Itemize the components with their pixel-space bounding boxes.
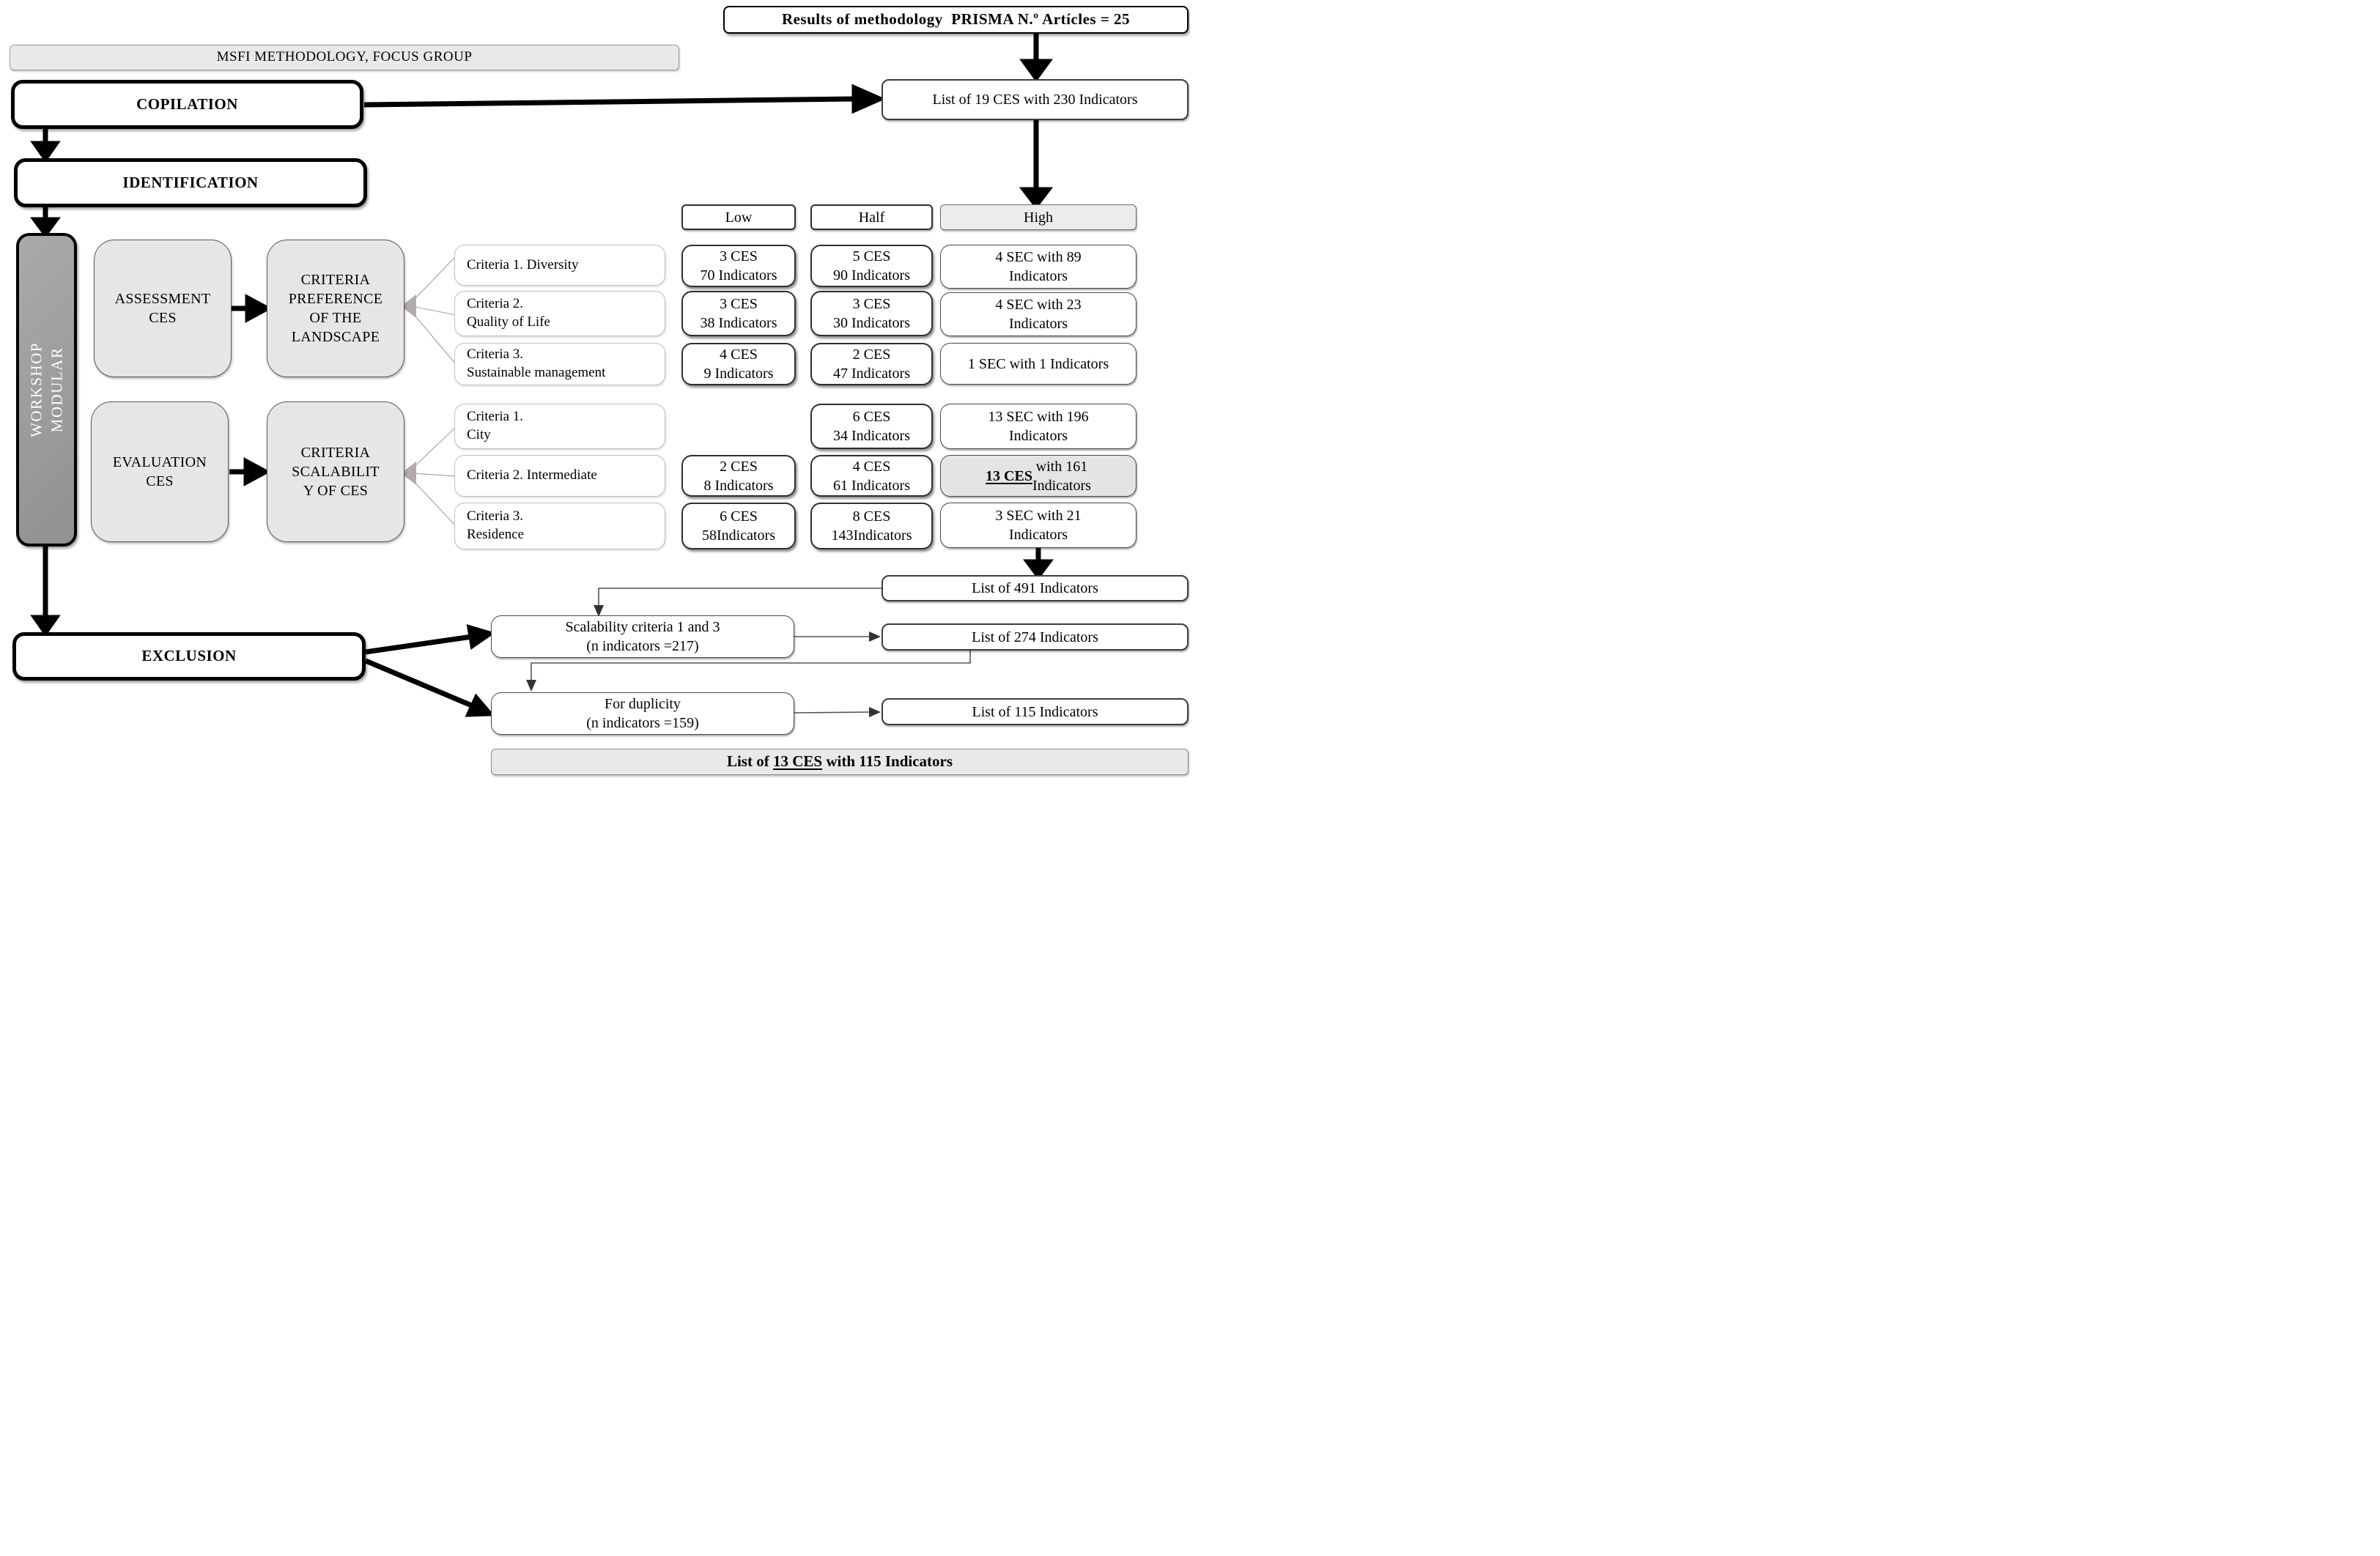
criteria-residence: Criteria 3. Residence: [454, 503, 665, 549]
copilation-box: COPILATION: [11, 80, 363, 129]
prisma-methodology-flowchart: Results of methodology PRISMA N.º Artícl…: [0, 0, 1190, 778]
count-high-intermediate-highlighted: 13 CES with 161 Indicators: [940, 455, 1137, 497]
count-half-city: 6 CES 34 Indicators: [810, 404, 933, 449]
arrowhead-evaluation-to-scalability: [243, 457, 271, 486]
arrowhead-identification-to-workshop: [30, 217, 61, 238]
evaluation-ces-box: EVALUATION CES: [91, 401, 229, 542]
arrowhead-list19-to-high: [1019, 187, 1054, 210]
scalability-criteria-box: Scalability criteria 1 and 3 (n indicato…: [491, 615, 794, 658]
count-half-sustainable: 2 CES 47 Indicators: [810, 343, 933, 385]
count-low-diversity: 3 CES 70 Indicators: [681, 245, 796, 287]
identification-box: IDENTIFICATION: [14, 158, 367, 207]
count-low-sustainable: 4 CES 9 Indicators: [681, 343, 796, 385]
count-high-residence: 3 SEC with 21 Indicators: [940, 503, 1137, 548]
list-274-box: List of 274 Indicators: [882, 623, 1189, 651]
final-strong: 13 CES: [772, 752, 823, 771]
fan-scal-3: [411, 478, 457, 527]
arrowhead-into-duplicity: [526, 680, 536, 692]
count-high-intermediate-strong: 13 CES: [986, 467, 1032, 484]
results-methodology-box: Results of methodology PRISMA N.º Artícl…: [723, 6, 1189, 34]
workshop-modular-bar: WORKSHOP MODULAR: [16, 233, 77, 547]
list-19-ces-box: List of 19 CES with 230 Indicators: [882, 79, 1189, 120]
criteria-fan-lines: [411, 256, 457, 527]
arrow-exclusion-to-scalability-criteria: [365, 634, 473, 655]
count-high-city: 13 SEC with 196 Indicators: [940, 404, 1137, 449]
criteria-preference-box: CRITERIA PREFERENCE OF THE LANDSCAPE: [267, 240, 404, 377]
arrow-copilation-to-list19: [363, 96, 857, 108]
count-half-quality: 3 CES 30 Indicators: [810, 291, 933, 336]
line-list491-to-scalability: [598, 588, 882, 607]
count-low-quality: 3 CES 38 Indicators: [681, 291, 796, 336]
arrowhead-into-list115: [869, 707, 881, 717]
fan-pref-1: [411, 256, 457, 303]
msfi-banner: MSFI METHODOLOGY, FOCUS GROUP: [10, 45, 679, 70]
criteria-quality-of-life: Criteria 2. Quality of Life: [454, 291, 665, 336]
list-115-box: List of 115 Indicators: [882, 698, 1189, 725]
count-low-residence: 6 CES 58Indicators: [681, 503, 796, 549]
arrow-exclusion-to-duplicity: [364, 658, 475, 709]
count-high-quality: 4 SEC with 23 Indicators: [940, 292, 1137, 336]
count-half-residence: 8 CES 143Indicators: [810, 503, 933, 549]
count-low-intermediate: 2 CES 8 Indicators: [681, 455, 796, 497]
fan-pref-2: [411, 305, 457, 316]
arrowhead-workshop-to-exclusion: [30, 615, 61, 637]
count-high-sustainable: 1 SEC with 1 Indicators: [940, 343, 1137, 385]
fan-scal-1: [411, 426, 457, 470]
column-header-low: Low: [681, 204, 796, 230]
arrowhead-3sec-to-list491: [1023, 559, 1054, 580]
arrowhead-copilation-to-identification: [30, 141, 61, 163]
arrowhead-results-to-list19: [1019, 59, 1053, 82]
count-half-intermediate: 4 CES 61 Indicators: [810, 455, 933, 497]
arrowhead-exclusion-to-scalability-criteria: [466, 624, 495, 651]
workshop-modular-label: WORKSHOP MODULAR: [27, 342, 66, 437]
fan-pref-3: [411, 311, 457, 365]
arrowhead-copilation-to-list19: [851, 84, 886, 114]
count-high-intermediate-rest: with 161 Indicators: [1032, 458, 1091, 494]
count-half-diversity: 5 CES 90 Indicators: [810, 245, 933, 287]
list-491-box: List of 491 Indicators: [882, 575, 1189, 601]
count-high-diversity: 4 SEC with 89 Indicators: [940, 245, 1137, 289]
final-result-bar: List of 13 CES with 115 Indicators: [491, 749, 1189, 775]
final-pre: List of: [726, 752, 773, 771]
exclusion-box: EXCLUSION: [12, 632, 366, 681]
for-duplicity-box: For duplicity (n indicators =159): [491, 692, 794, 735]
line-duplicity-to-list115: [794, 711, 871, 714]
criteria-sustainable-management: Criteria 3. Sustainable management: [454, 343, 665, 385]
criteria-diversity: Criteria 1. Diversity: [454, 245, 665, 286]
assessment-ces-box: ASSESSMENT CES: [94, 240, 232, 377]
arrowhead-exclusion-to-duplicity: [465, 693, 495, 717]
column-header-half: Half: [810, 204, 933, 230]
final-post: with 115 Indicators: [822, 752, 953, 771]
arrowhead-assessment-to-preference: [245, 294, 273, 323]
criteria-intermediate: Criteria 2. Intermediate: [454, 455, 665, 497]
criteria-scalability-box: CRITERIA SCALABILIT Y OF CES: [267, 401, 404, 542]
arrowhead-into-list274: [869, 631, 881, 642]
criteria-city: Criteria 1. City: [454, 404, 665, 449]
column-header-high: High: [940, 204, 1137, 230]
fan-scal-2: [411, 473, 457, 477]
